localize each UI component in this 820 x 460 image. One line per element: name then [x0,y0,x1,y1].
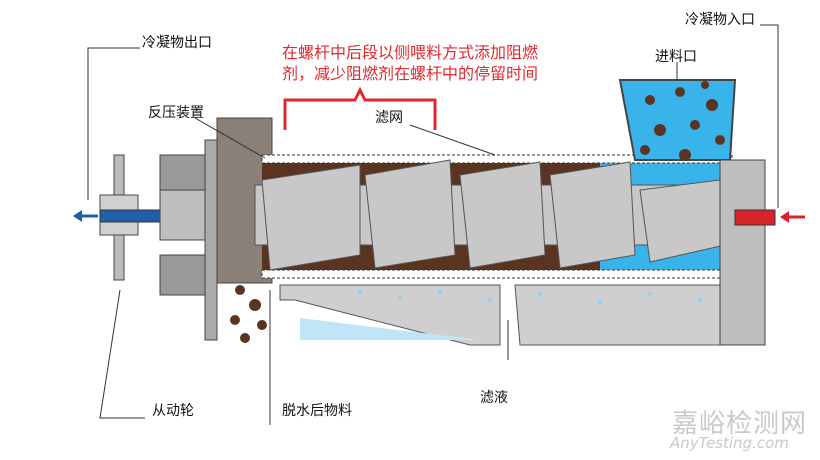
dewatered-material-pile [230,285,267,343]
label-condensate-inlet: 冷凝物入口 [685,12,755,28]
filtrate-drops [358,290,702,304]
annotation-line-2: 剂，减少阻燃剂在螺杆中的停留时间 [282,64,539,83]
watermark-cn: 嘉峪检测网 [672,409,808,439]
screw [254,159,731,271]
label-filtrate: 滤液 [480,390,508,406]
right-end-plate [719,159,776,346]
feed-hopper [618,79,737,161]
label-back-pressure-device: 反压装置 [148,105,204,121]
watermark-en: AnyTesting.com [670,434,789,452]
label-condensate-outlet: 冷凝物出口 [142,35,212,51]
outlet-arrow [73,210,98,222]
inlet-arrow [780,211,805,223]
label-driven-wheel: 从动轮 [152,403,194,419]
annotation-text: 在螺杆中后段以侧喂料方式添加阻燃 剂，减少阻燃剂在螺杆中的停留时间 [282,42,538,84]
filtrate-trough [279,284,731,346]
annotation-bracket [283,86,437,130]
label-dewatered-material: 脱水后物料 [282,403,352,419]
back-pressure-device [159,117,273,341]
leader-lines [87,24,779,425]
output-shaft [99,209,161,223]
label-feed-inlet: 进料口 [655,49,697,65]
label-filter-screen: 滤网 [375,110,403,126]
annotation-line-1: 在螺杆中后段以侧喂料方式添加阻燃 [282,43,539,62]
